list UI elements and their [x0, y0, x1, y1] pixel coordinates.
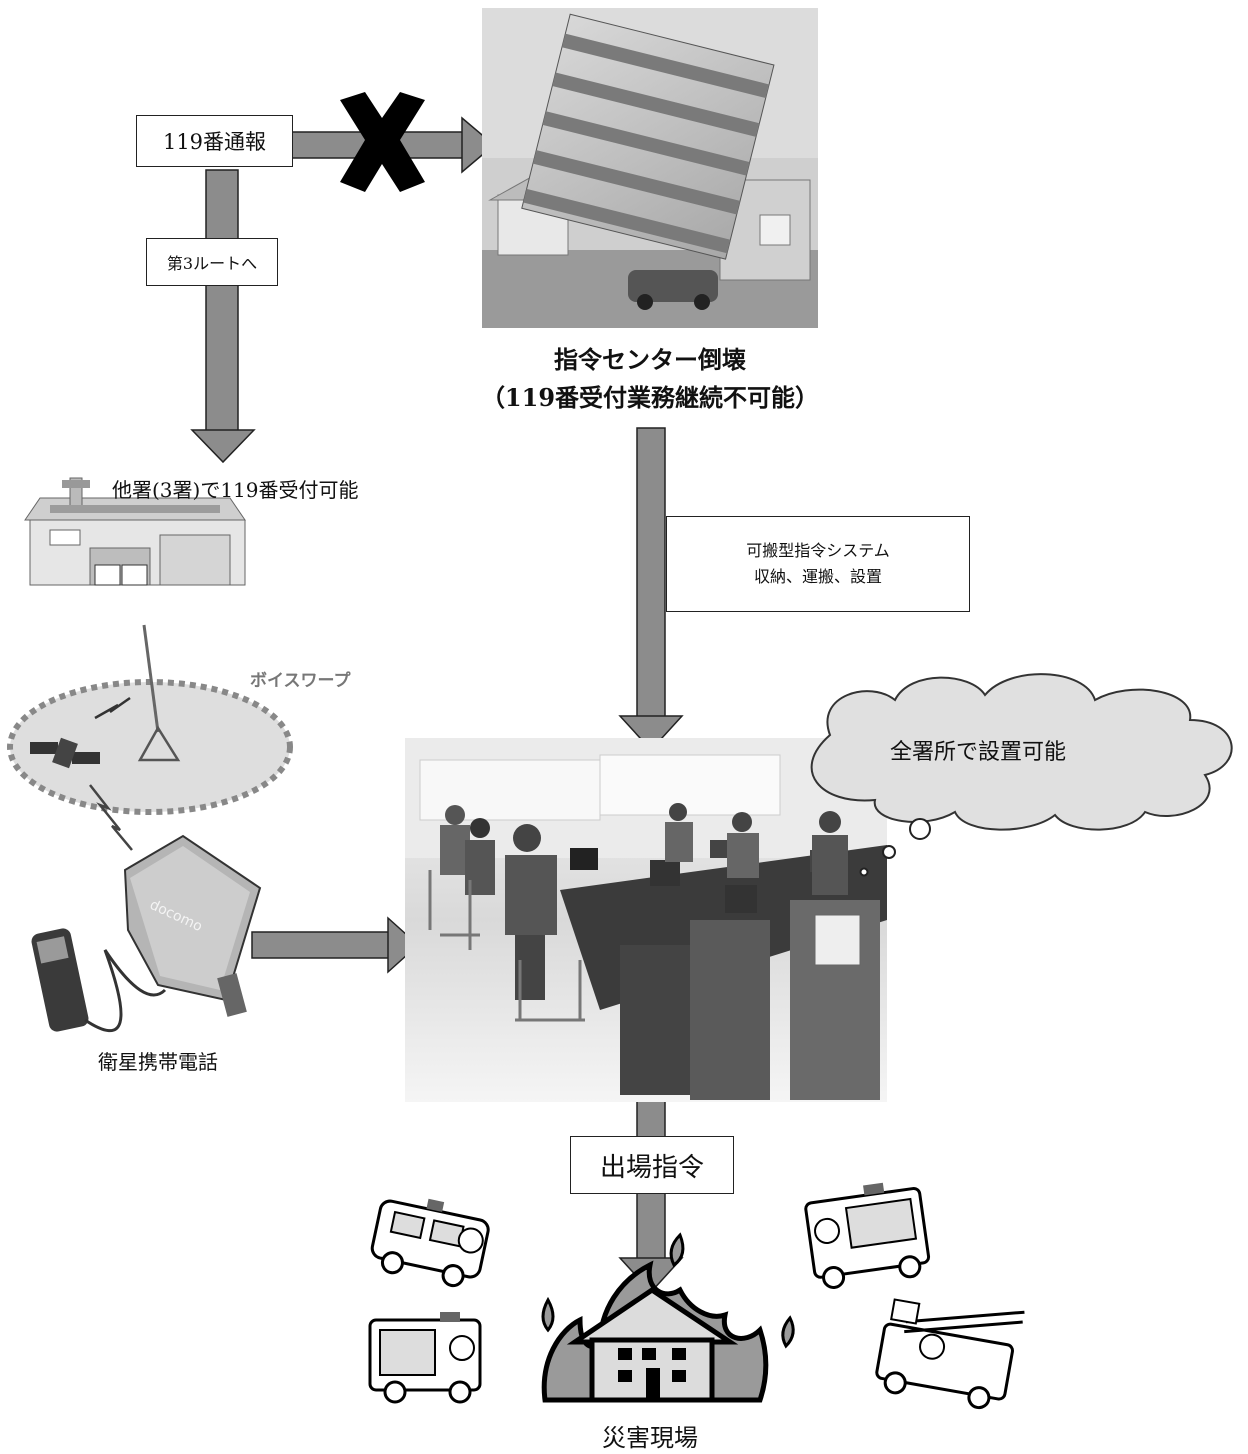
third-route-box: 第3ルートへ	[146, 238, 278, 286]
fire-engine-icon	[804, 1182, 931, 1289]
ladder-truck-icon	[875, 1298, 1025, 1410]
other-station-label: 他署(3署)で119番受付可能	[112, 478, 359, 502]
cloud-text: 全署所で設置可能	[890, 740, 1067, 765]
report-119-box: 119番通報	[136, 115, 293, 167]
portable-system-line1: 可搬型指令システム	[746, 541, 890, 561]
collapse-title: 指令センター倒壊	[554, 345, 746, 374]
signal-bolt-icon	[89, 696, 133, 851]
satellite-icon	[30, 737, 100, 769]
antenna-icon	[137, 624, 181, 762]
burning-house-icon	[541, 1232, 795, 1403]
portable-system-line2: 収納、運搬、設置	[753, 567, 882, 586]
arrow-to-portable-system	[618, 427, 684, 752]
pump-truck-icon	[368, 1312, 482, 1404]
collapsed-building-photo	[482, 8, 818, 328]
command-room-photo	[405, 738, 887, 1102]
satellite-phone-device	[31, 834, 262, 1032]
report-119-label: 119番通報	[162, 130, 267, 154]
voicewarp-label: ボイスワープ	[250, 671, 351, 691]
arrow-satphone-to-room	[251, 916, 420, 974]
collapse-subtitle: （119番受付業務継続不可能）	[480, 383, 820, 412]
disaster-site-label: 災害現場	[602, 1424, 698, 1452]
dispatch-order-label: 出場指令	[599, 1152, 704, 1183]
thought-cloud	[810, 673, 1233, 877]
dispatch-order-box: 出場指令	[570, 1136, 734, 1194]
third-route-label: 第3ルートへ	[166, 254, 258, 273]
portable-system-box: 可搬型指令システム 収納、運搬、設置	[666, 516, 970, 612]
arrow-to-other-station	[190, 169, 256, 464]
blocked-x-mark	[340, 92, 425, 192]
ambulance-icon	[370, 1198, 490, 1288]
fire-station-building	[24, 477, 246, 586]
sat-phone-label: 衛星携帯電話	[98, 1050, 218, 1074]
